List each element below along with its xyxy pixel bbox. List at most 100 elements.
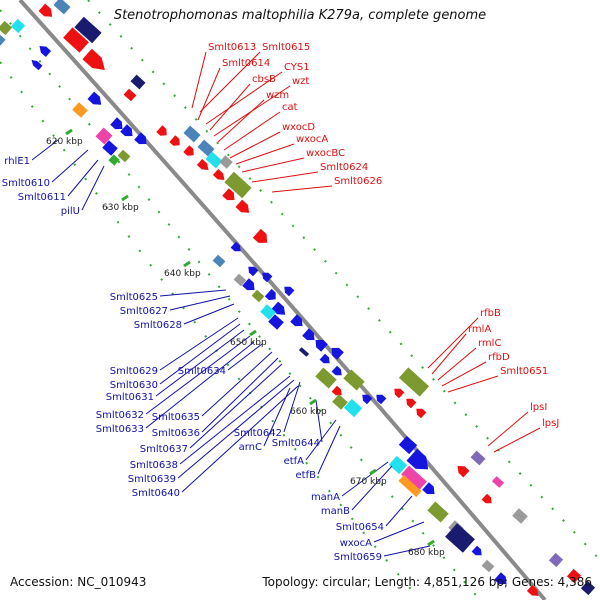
gene-feature bbox=[233, 273, 247, 287]
gene-label: Smlt0627 bbox=[120, 306, 168, 317]
label-leader-line bbox=[305, 419, 337, 461]
label-leader-line bbox=[183, 303, 235, 325]
gene-feature bbox=[491, 476, 505, 488]
gene-label: Smlt0615 bbox=[262, 42, 310, 53]
gene-feature bbox=[235, 199, 250, 213]
label-leader-line bbox=[493, 427, 541, 453]
gene-label: Smlt0625 bbox=[110, 292, 158, 303]
gene-feature bbox=[230, 241, 241, 252]
gene-label: cbsB bbox=[252, 74, 276, 85]
gene-feature bbox=[252, 228, 268, 243]
gene-feature bbox=[205, 151, 223, 169]
gene-feature bbox=[212, 169, 225, 180]
gene-feature bbox=[284, 286, 295, 297]
gene-feature bbox=[134, 132, 147, 145]
label-leader-line bbox=[31, 139, 59, 161]
label-leader-line bbox=[201, 357, 279, 433]
kbp-tick-label: 650 kbp bbox=[230, 338, 267, 348]
gene-label: lpsI bbox=[530, 402, 547, 413]
gene-label: Smlt0640 bbox=[132, 488, 180, 499]
label-leader-line bbox=[383, 545, 431, 557]
label-leader-line bbox=[217, 99, 265, 143]
gene-feature bbox=[401, 465, 427, 491]
gene-label: manB bbox=[321, 506, 350, 517]
label-leader-line bbox=[159, 323, 241, 385]
gene-feature bbox=[315, 339, 328, 352]
gene-feature bbox=[481, 493, 492, 504]
gene-label: Smlt0624 bbox=[320, 162, 368, 173]
gene-label: Smlt0636 bbox=[152, 428, 200, 439]
label-leader-line bbox=[145, 335, 251, 415]
gene-feature bbox=[566, 568, 582, 584]
gene-feature bbox=[268, 314, 284, 330]
label-leader-line bbox=[67, 159, 99, 197]
label-leader-line bbox=[145, 341, 255, 429]
track-guide-outer bbox=[87, 0, 600, 561]
gene-feature bbox=[331, 365, 342, 376]
gene-label: Smlt0637 bbox=[140, 444, 188, 455]
label-leader-line bbox=[235, 143, 295, 165]
gene-label: wxocA bbox=[296, 134, 328, 145]
gene-feature bbox=[331, 385, 342, 396]
gene-label: Smlt0633 bbox=[96, 424, 144, 435]
label-leader-line bbox=[447, 375, 499, 393]
gene-feature bbox=[343, 369, 365, 391]
gene-feature bbox=[260, 304, 276, 320]
label-leader-line bbox=[205, 71, 283, 125]
label-leader-line bbox=[441, 361, 487, 387]
gene-label: Smlt0631 bbox=[106, 392, 154, 403]
label-leader-line bbox=[385, 495, 413, 527]
gene-feature bbox=[315, 367, 337, 389]
gene-feature bbox=[169, 135, 180, 146]
label-leader-line bbox=[177, 379, 295, 479]
label-leader-line bbox=[241, 157, 305, 173]
gene-label: rmlA bbox=[468, 324, 491, 335]
gene-feature bbox=[242, 278, 255, 291]
gene-label: etfB bbox=[296, 470, 317, 481]
gene-feature bbox=[74, 16, 102, 44]
gene-label: wxocD bbox=[282, 122, 315, 133]
gene-feature bbox=[130, 74, 146, 90]
gene-feature bbox=[398, 475, 422, 497]
gene-feature bbox=[331, 347, 344, 360]
label-leader-line bbox=[373, 521, 425, 543]
gene-feature bbox=[31, 60, 43, 71]
label-leader-line bbox=[315, 399, 323, 443]
gene-feature bbox=[290, 314, 303, 327]
gene-feature bbox=[457, 466, 470, 478]
gene-label: Smlt0610 bbox=[2, 178, 50, 189]
label-leader-line bbox=[487, 411, 529, 447]
gene-feature bbox=[580, 580, 596, 596]
gene-feature bbox=[117, 149, 131, 163]
gene-feature bbox=[343, 398, 363, 418]
gene-feature bbox=[394, 388, 405, 399]
gene-feature bbox=[248, 266, 259, 277]
label-leader-line bbox=[159, 289, 227, 297]
gene-feature bbox=[271, 301, 286, 315]
gene-feature bbox=[302, 328, 315, 341]
gene-feature bbox=[87, 91, 102, 105]
kbp-tick-label: 620 kbp bbox=[46, 137, 83, 147]
accession-text: Accession: NC_010943 bbox=[10, 575, 147, 589]
gene-label: Smlt0642 bbox=[234, 428, 282, 439]
gene-feature bbox=[422, 482, 435, 495]
gene-feature bbox=[120, 124, 133, 137]
label-leader-line bbox=[51, 149, 89, 183]
gene-label: Smlt0654 bbox=[336, 522, 384, 533]
gene-feature bbox=[224, 171, 252, 199]
gene-label: rfbD bbox=[488, 352, 510, 363]
gene-label: manA bbox=[311, 492, 340, 503]
gene-label: CYS1 bbox=[284, 62, 310, 73]
label-leader-line bbox=[209, 83, 251, 131]
label-leader-line bbox=[201, 351, 273, 417]
kbp-tick-label: 680 kbp bbox=[408, 548, 445, 558]
label-leader-line bbox=[155, 329, 245, 397]
label-leader-line bbox=[431, 333, 467, 375]
gene-feature bbox=[406, 398, 417, 409]
label-leader-line bbox=[197, 67, 221, 121]
gene-feature bbox=[332, 394, 348, 410]
gene-label: wzt bbox=[292, 76, 309, 87]
gene-feature bbox=[262, 272, 273, 283]
label-leader-line bbox=[181, 385, 299, 493]
gene-feature bbox=[388, 455, 408, 475]
